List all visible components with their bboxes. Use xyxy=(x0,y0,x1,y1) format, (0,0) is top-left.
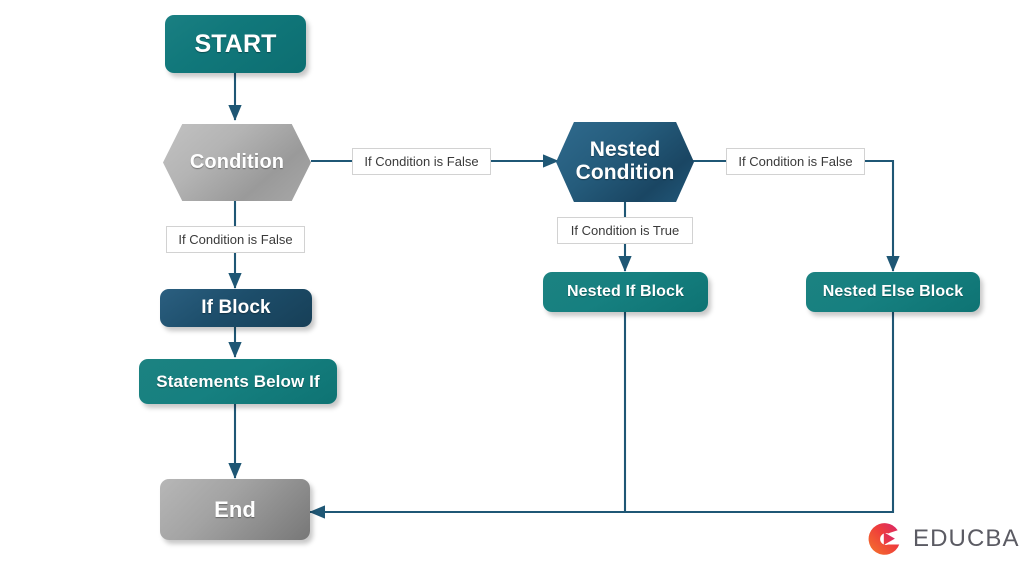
node-statements-below-if-label: Statements Below If xyxy=(156,371,320,391)
node-nested-else-block[interactable]: Nested Else Block xyxy=(806,272,980,312)
node-nested-condition[interactable]: Nested Condition xyxy=(556,122,694,202)
edge-label-nested-to-else: If Condition is False xyxy=(726,148,865,175)
edge-label-nested-to-else-text: If Condition is False xyxy=(738,154,853,169)
node-nested-if-block-label: Nested If Block xyxy=(566,283,685,300)
edge-label-condition-to-nested: If Condition is False xyxy=(352,148,491,175)
edge-false-label-to-nested-else xyxy=(864,159,900,272)
educba-logo-text: EDUCBA xyxy=(913,525,1020,552)
edge-nested-else-to-end xyxy=(309,311,895,519)
edge-label-condition-to-if-block-text: If Condition is False xyxy=(178,232,293,247)
node-start-label: START xyxy=(194,29,277,58)
node-start[interactable]: START xyxy=(165,15,306,73)
node-condition-label: Condition xyxy=(189,151,285,173)
edge-label-condition-to-if-block: If Condition is False xyxy=(166,226,305,253)
node-if-block-label: If Block xyxy=(201,297,271,318)
node-end[interactable]: End xyxy=(160,479,310,540)
node-nested-condition-label-line2: Condition xyxy=(575,161,675,184)
node-nested-if-block[interactable]: Nested If Block xyxy=(543,272,708,312)
node-statements-below-if[interactable]: Statements Below If xyxy=(139,359,337,404)
educba-mark-icon xyxy=(868,523,900,555)
edge-label-nested-to-if-text: If Condition is True xyxy=(570,223,680,238)
node-if-block[interactable]: If Block xyxy=(160,289,312,327)
edge-label-nested-to-if: If Condition is True xyxy=(557,217,693,244)
educba-logo[interactable]: EDUCBA xyxy=(866,520,1020,558)
node-nested-condition-label-line1: Nested xyxy=(589,138,661,162)
edge-label-condition-to-nested-text: If Condition is False xyxy=(364,154,479,169)
node-end-label: End xyxy=(214,496,256,522)
node-condition[interactable]: Condition xyxy=(163,124,311,201)
node-nested-else-block-label: Nested Else Block xyxy=(822,283,964,300)
